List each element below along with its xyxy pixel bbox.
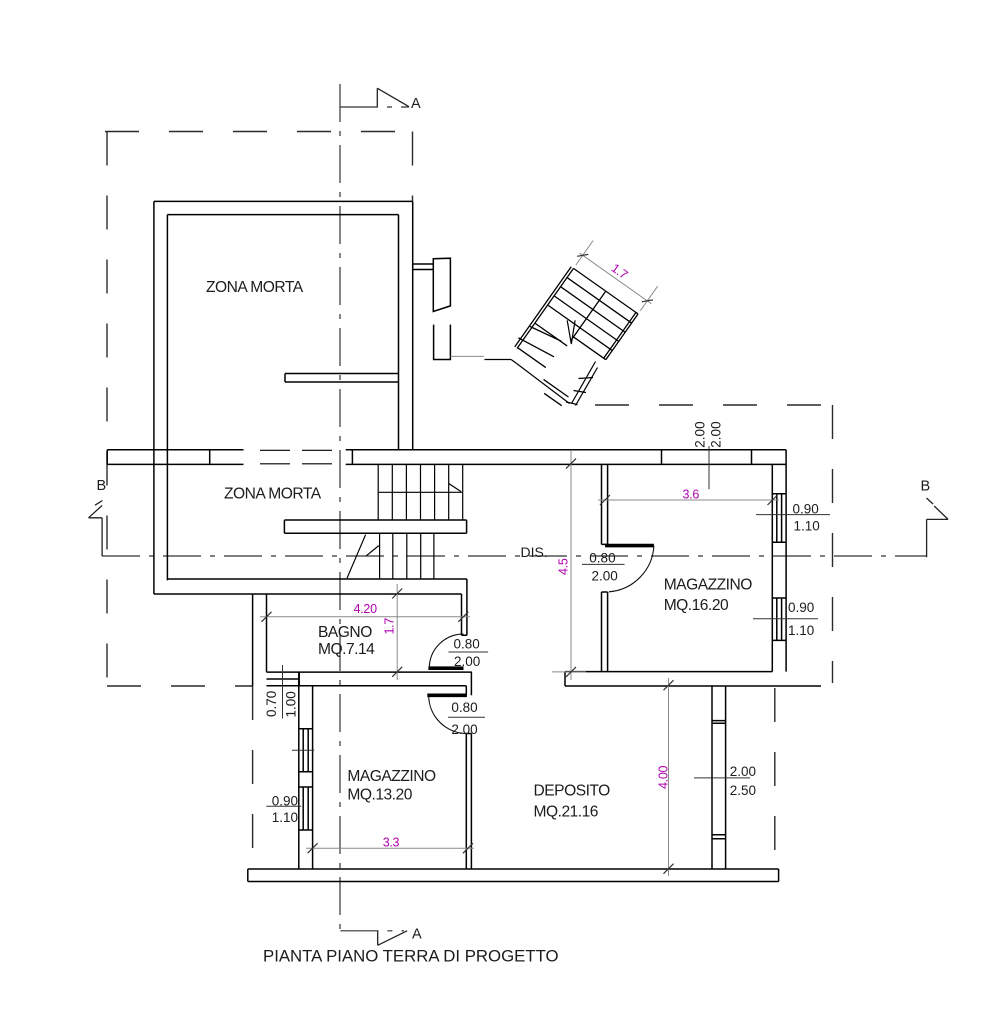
svg-text:PIANTA PIANO TERRA DI PROGETTO: PIANTA PIANO TERRA DI PROGETTO [263, 947, 559, 966]
svg-text:4.20: 4.20 [354, 602, 377, 616]
svg-text:BAGNO: BAGNO [318, 624, 372, 641]
svg-text:0.70: 0.70 [264, 691, 279, 717]
svg-text:ZONA MORTA: ZONA MORTA [206, 279, 304, 296]
svg-text:A: A [412, 927, 422, 943]
svg-text:ZONA MORTA: ZONA MORTA [224, 486, 322, 503]
svg-text:4.00: 4.00 [657, 766, 671, 789]
svg-text:MQ.21.16: MQ.21.16 [534, 804, 598, 821]
svg-text:4.5: 4.5 [557, 558, 571, 575]
svg-text:2.00: 2.00 [592, 569, 618, 584]
svg-text:B: B [97, 478, 107, 494]
svg-text:0.80: 0.80 [589, 551, 615, 566]
svg-text:2.50: 2.50 [730, 783, 756, 798]
svg-text:0.90: 0.90 [793, 502, 819, 517]
svg-text:2.00: 2.00 [730, 764, 756, 779]
svg-text:0.90: 0.90 [272, 794, 298, 809]
svg-text:MQ.7.14: MQ.7.14 [318, 641, 375, 658]
svg-text:1.10: 1.10 [788, 623, 814, 638]
svg-text:3.3: 3.3 [383, 835, 400, 849]
svg-text:2.00: 2.00 [451, 722, 477, 737]
svg-text:1.7: 1.7 [383, 618, 397, 635]
svg-text:1.00: 1.00 [284, 691, 299, 717]
svg-text:MQ.16.20: MQ.16.20 [664, 597, 729, 614]
svg-text:2.00: 2.00 [693, 421, 708, 447]
svg-text:B: B [921, 478, 931, 494]
svg-text:2.00: 2.00 [709, 421, 724, 447]
svg-text:2.00: 2.00 [454, 654, 480, 669]
svg-text:A: A [411, 96, 421, 112]
svg-text:3.6: 3.6 [683, 488, 700, 502]
svg-text:1.10: 1.10 [272, 810, 298, 825]
svg-text:MQ.13.20: MQ.13.20 [347, 786, 412, 803]
svg-text:MAGAZZINO: MAGAZZINO [664, 576, 753, 593]
svg-text:0.80: 0.80 [454, 637, 480, 652]
svg-text:0.80: 0.80 [451, 700, 477, 715]
svg-text:DEPOSITO: DEPOSITO [534, 783, 611, 800]
svg-text:0.90: 0.90 [788, 600, 814, 615]
svg-text:1.10: 1.10 [794, 519, 820, 534]
svg-text:DIS.: DIS. [521, 544, 548, 560]
svg-text:MAGAZZINO: MAGAZZINO [347, 768, 436, 785]
